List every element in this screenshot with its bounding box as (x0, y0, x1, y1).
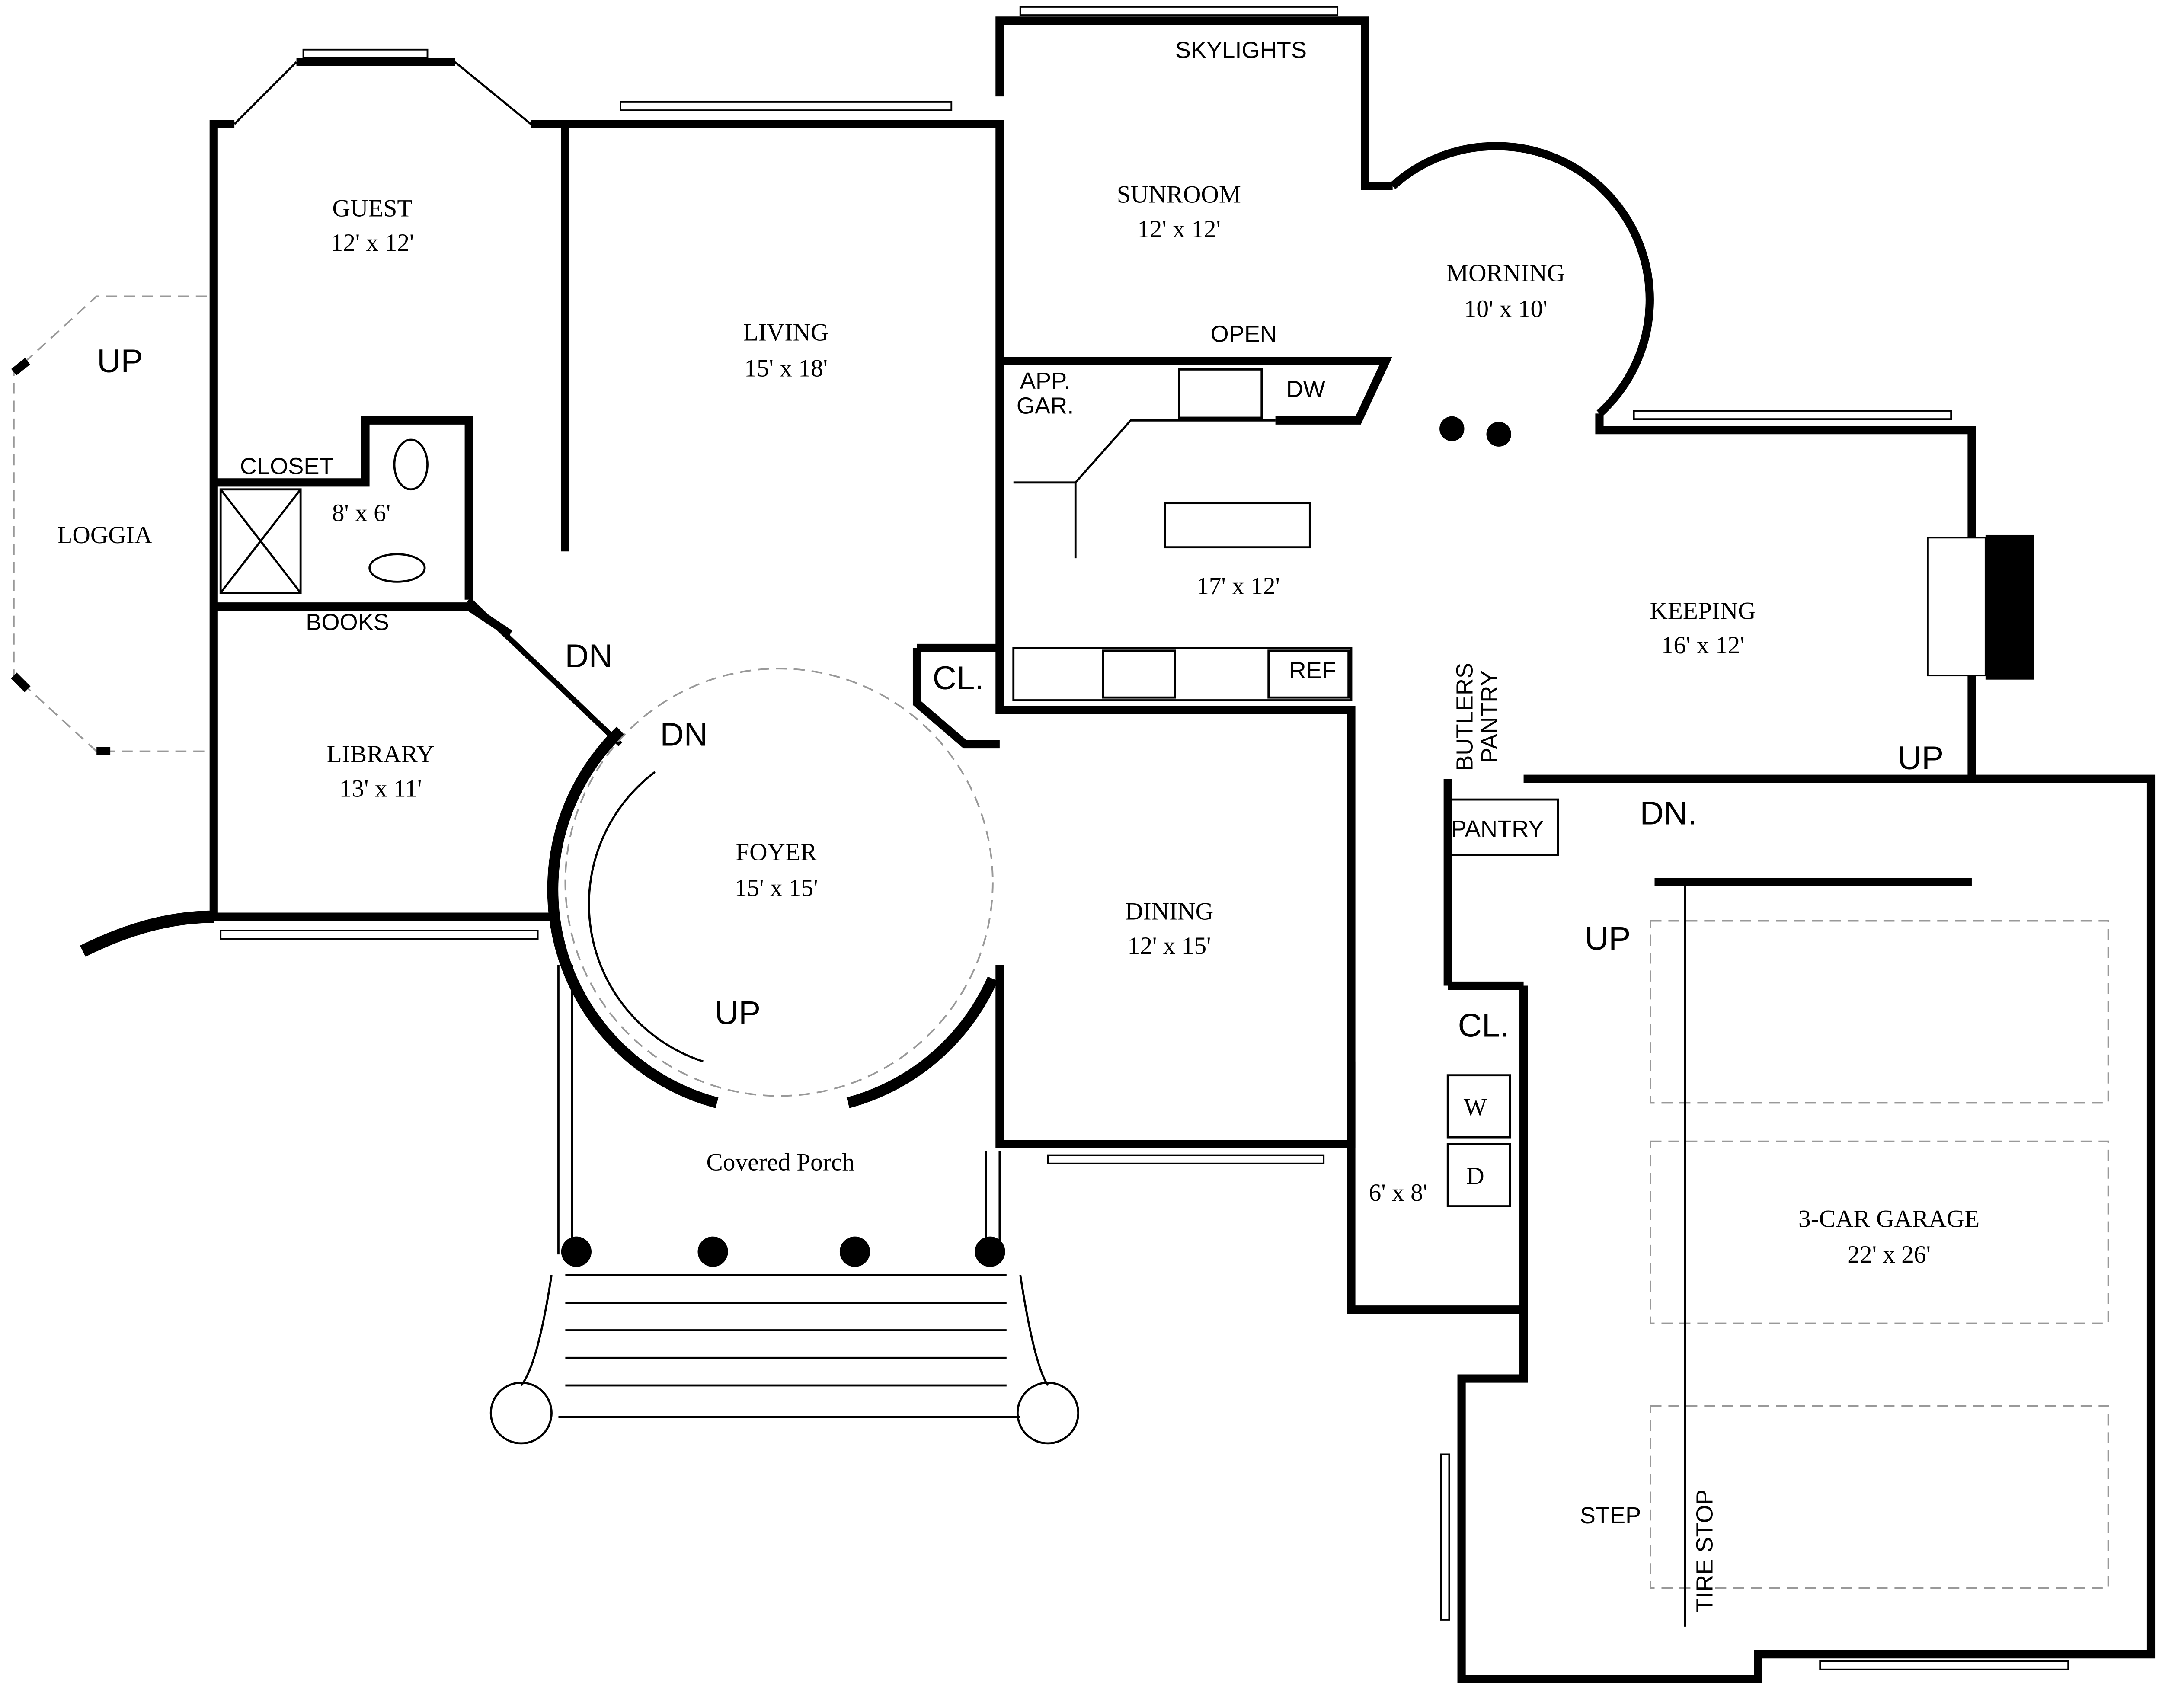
porch-columns (561, 1236, 1005, 1267)
app-gar-label-1: APP. (1020, 368, 1071, 394)
foyer-dn-label: DN (660, 716, 708, 753)
library-size: 13' x 11' (339, 775, 422, 803)
sunroom-size: 12' x 12' (1137, 215, 1221, 243)
stair-labels: UP DN DN UP UP DN. UP (97, 343, 1944, 1032)
open-label: OPEN (1210, 321, 1277, 347)
mud-up-label: UP (1585, 921, 1631, 957)
garage-label: 3-CAR GARAGE (1798, 1205, 1980, 1232)
butlers-pantry-label-1: BUTLERS (1452, 663, 1478, 771)
covered-porch-label: Covered Porch (707, 1149, 855, 1176)
foyer-size: 15' x 15' (735, 874, 818, 902)
foyer-up-label: UP (715, 995, 761, 1032)
walls (11, 6, 2156, 1683)
living-label: LIVING (743, 319, 829, 346)
step-label: STEP (1580, 1503, 1641, 1529)
keeping-size: 16' x 12' (1661, 632, 1745, 659)
sunroom-label: SUNROOM (1117, 181, 1241, 208)
tire-stop-label: TIRE STOP (1692, 1489, 1717, 1612)
app-gar-label-2: GAR. (1017, 393, 1074, 419)
room-labels: SKYLIGHTS SUNROOM 12' x 12' GUEST 12' x … (57, 37, 1980, 1612)
mud-closet-label: CL. (1458, 1007, 1510, 1044)
kitchen-size: 17' x 12' (1196, 573, 1280, 600)
loggia-label: LOGGIA (57, 521, 152, 549)
closet-label: CLOSET (240, 454, 334, 480)
keeping-up-label: UP (1898, 740, 1944, 777)
library-dn-label: DN (565, 638, 613, 675)
bath-size: 8' x 6' (332, 499, 390, 527)
pantry-label: PANTRY (1451, 816, 1544, 842)
foyer-label: FOYER (736, 838, 817, 866)
foyer-closet-label: CL. (933, 660, 984, 697)
guest-label: GUEST (333, 195, 413, 222)
laundry-size: 6' x 8' (1369, 1179, 1427, 1206)
dining-size: 12' x 15' (1128, 932, 1211, 960)
morning-size: 10' x 10' (1464, 295, 1548, 323)
dryer-label: D (1466, 1163, 1484, 1190)
books-label: BOOKS (306, 609, 389, 635)
guest-size: 12' x 12' (331, 229, 414, 256)
library-label: LIBRARY (327, 741, 435, 768)
keeping-dn-label: DN. (1640, 795, 1697, 832)
butlers-pantry-label-2: PANTRY (1477, 670, 1503, 763)
garage-size: 22' x 26' (1847, 1241, 1931, 1268)
dishwasher-label: DW (1286, 376, 1325, 402)
washer-label: W (1464, 1094, 1487, 1121)
skylights-label: SKYLIGHTS (1175, 37, 1307, 63)
loggia-up-label: UP (97, 343, 143, 380)
keeping-label: KEEPING (1650, 597, 1756, 624)
living-size: 15' x 18' (744, 355, 828, 382)
ref-label: REF (1289, 658, 1336, 684)
dining-label: DINING (1125, 898, 1213, 925)
morning-label: MORNING (1446, 259, 1565, 287)
